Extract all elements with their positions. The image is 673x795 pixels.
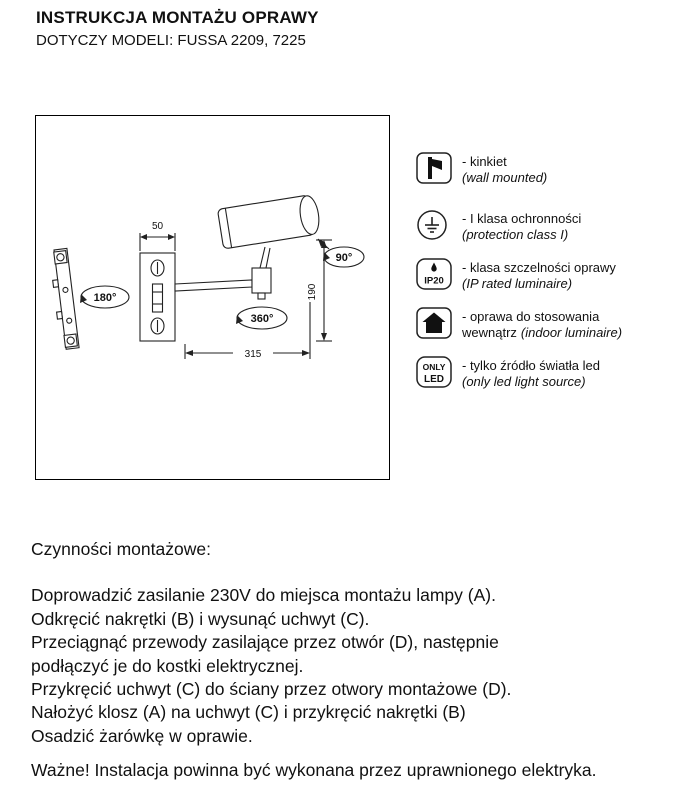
instructions-heading: Czynności montażowe: (31, 539, 211, 559)
dim-190-label: 190 (307, 283, 318, 300)
page-title: INSTRUKCJA MONTAŻU OPRAWY (36, 8, 319, 27)
only-led-icon: ONLY LED (416, 356, 462, 393)
ip-rating-text: IP20 (424, 276, 444, 287)
only-led-text-bottom: LED (424, 374, 444, 385)
page-subtitle: DOTYCZY MODELI: FUSSA 2209, 7225 (36, 32, 306, 49)
legend-label: - tylko źródło światła led (462, 358, 600, 373)
lamp-arm (174, 279, 253, 292)
legend-item-only-led: ONLY LED - tylko źródło światła led (onl… (416, 356, 666, 393)
instruction-step: Przykręcić uchwyt (C) do ściany przez ot… (31, 679, 512, 700)
header: INSTRUKCJA MONTAŻU OPRAWY DOTYCZY MODELI… (36, 8, 319, 49)
legend-sublabel: (protection class I) (462, 227, 569, 242)
legend-sublabel: (IP rated luminaire) (462, 276, 573, 291)
lamp-shade (217, 195, 320, 249)
legend-sublabel: (indoor luminaire) (520, 325, 623, 340)
angle-360-label: 360° (251, 313, 274, 325)
legend-label: - oprawa do stosowania (462, 309, 600, 324)
legend-item-wall-mounted: - kinkiet (wall mounted) (416, 152, 666, 189)
instruction-step: Odkręcić nakrętki (B) i wysunąć uchwyt (… (31, 608, 370, 629)
legend-sublabel: (only led light source) (462, 374, 586, 389)
dim-315-label: 315 (245, 349, 262, 360)
instruction-step: Przeciągnąć przewody zasilające przez ot… (31, 632, 499, 653)
dim-50-label: 50 (152, 221, 164, 232)
angle-90-label: 90° (336, 252, 353, 264)
instruction-step: podłączyć je do kostki elektrycznej. (31, 655, 304, 676)
legend-label: - klasa szczelności oprawy (462, 260, 616, 275)
plate-side-view (52, 247, 80, 350)
lamp-technical-drawing: 50 315 190 180° 360° 90° (52, 195, 365, 360)
only-led-text-top: ONLY (423, 362, 446, 372)
angle-180-label: 180° (94, 292, 117, 304)
protection-class-icon (416, 209, 462, 246)
legend-label: - I klasa ochronności (462, 211, 582, 226)
instruction-step: Doprowadzić zasilanie 230V do miejsca mo… (31, 585, 496, 606)
instruction-step: Nałożyć klosz (A) na uchwyt (C) i przykr… (31, 702, 466, 723)
indoor-luminaire-icon (416, 307, 462, 344)
wall-mounted-icon (416, 152, 462, 189)
legend-label-cont: wewnątrz (462, 325, 517, 340)
legend-item-ip-rating: IP20 - klasa szczelności oprawy (IP rate… (416, 258, 666, 295)
dimension-arrowheads (80, 234, 330, 356)
technical-drawing-frame: 50 315 190 180° 360° 90° (35, 115, 390, 480)
ip-rating-icon: IP20 (416, 258, 462, 295)
legend-item-indoor: - oprawa do stosowania wewnątrz(indoor l… (416, 307, 666, 344)
instruction-step: Osadzić żarówkę w oprawie. (31, 725, 253, 746)
legend: - kinkiet (wall mounted) - I klasa ochro… (416, 152, 666, 405)
legend-sublabel: (wall mounted) (462, 170, 548, 185)
legend-item-protection-class: - I klasa ochronności (protection class … (416, 209, 666, 246)
lamp-joint (251, 267, 272, 294)
warning-note: Ważne! Instalacja powinna być wykonana p… (31, 760, 597, 781)
assembly-instructions: Czynności montażowe: Doprowadzić zasilan… (31, 538, 669, 783)
legend-label: - kinkiet (462, 154, 507, 169)
